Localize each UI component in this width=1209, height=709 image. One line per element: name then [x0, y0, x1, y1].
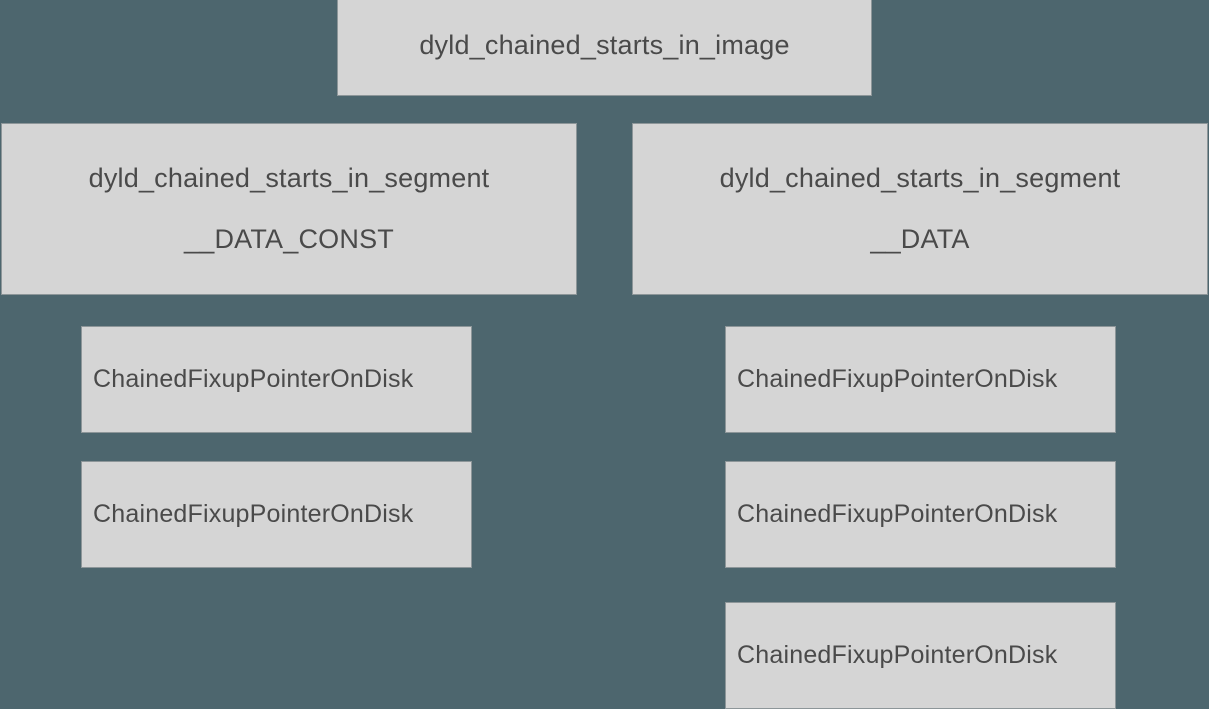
node-pointer-data-const-1: ChainedFixupPointerOnDisk — [81, 326, 472, 433]
node-pointer-data-2: ChainedFixupPointerOnDisk — [725, 461, 1116, 568]
node-pointer-data-1: ChainedFixupPointerOnDisk — [725, 326, 1116, 433]
node-pointer-label: ChainedFixupPointerOnDisk — [737, 641, 1058, 670]
node-pointer-label: ChainedFixupPointerOnDisk — [93, 365, 414, 394]
node-pointer-data-const-2: ChainedFixupPointerOnDisk — [81, 461, 472, 568]
node-dyld-chained-starts-in-image: dyld_chained_starts_in_image — [337, 0, 872, 96]
node-segment-right-type-label: dyld_chained_starts_in_segment — [719, 162, 1121, 193]
node-segment-left-type-label: dyld_chained_starts_in_segment — [88, 162, 490, 193]
node-root-label: dyld_chained_starts_in_image — [419, 30, 790, 61]
node-segment-data: dyld_chained_starts_in_segment __DATA — [632, 123, 1208, 295]
node-pointer-label: ChainedFixupPointerOnDisk — [737, 500, 1058, 529]
node-pointer-data-3: ChainedFixupPointerOnDisk — [725, 602, 1116, 709]
node-pointer-label: ChainedFixupPointerOnDisk — [737, 365, 1058, 394]
node-pointer-label: ChainedFixupPointerOnDisk — [93, 500, 414, 529]
node-segment-data-const: dyld_chained_starts_in_segment __DATA_CO… — [1, 123, 577, 295]
node-segment-right-name-label: __DATA — [870, 224, 970, 254]
node-segment-left-name-label: __DATA_CONST — [184, 224, 394, 254]
